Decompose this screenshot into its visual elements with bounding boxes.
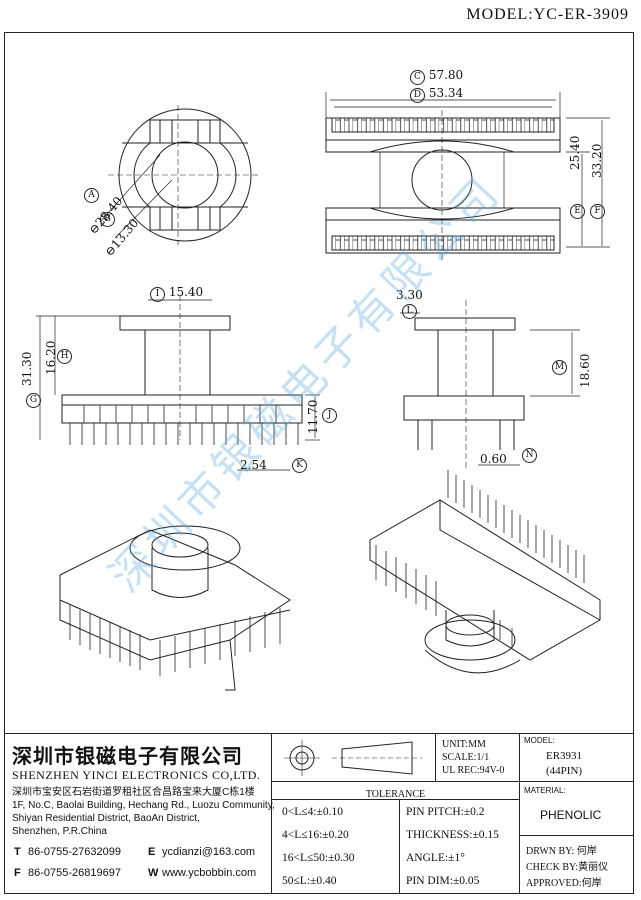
dim-h: 16.20 [44,340,58,375]
dim-h-letter: H [57,349,72,364]
angle: ANGLE:±1° [406,852,465,864]
side-view-right [400,300,580,470]
projection-cell [272,734,436,782]
address-en-3: Shenzhen, P.R.China [12,826,107,837]
model-label: MODEL: [524,736,555,745]
company-cn-name: 深圳市银磁电子有限公司 [12,744,243,768]
dim-e-letter: E [570,204,585,219]
dim-m: 18.60 [578,353,592,388]
dim-d: D 53.34 [410,86,463,103]
front-view-right [325,92,610,262]
dim-j-letter: J [322,408,337,423]
dim-g-letter: G [26,393,41,408]
tol-3: 16<L≤50:±0.30 [282,852,355,864]
dim-i: I 15.40 [150,285,203,302]
isometric-view-left [59,525,291,691]
drawing-frame [4,32,634,894]
material-cell: MATERIAL: PHENOLIC [520,782,633,836]
thickness: THICKNESS:±0.15 [406,829,499,841]
title-block: 深圳市银磁电子有限公司 SHENZHEN YINCI ELECTRONICS C… [4,733,634,894]
dim-e: 25.40 [568,135,582,170]
dim-n-letter: N [522,448,537,463]
pin-dim: PIN DIM:±0.05 [406,875,480,887]
third-angle-projection-icon [284,740,422,776]
dim-l: 3.30 [396,288,423,302]
model-title: MODEL:YC-ER-3909 [466,6,629,23]
material-label: MATERIAL: [524,786,566,795]
tolerance-header: TOLERANCE [272,782,520,800]
dim-c: C 57.80 [410,68,463,85]
dim-l-letter: L [402,304,417,319]
company-en-name: SHENZHEN YINCI ELECTRONICS CO,LTD. [12,768,261,782]
address-cn: 深圳市宝安区石岩街道罗租社区合昌路宝来大厦C栋1楼 [12,787,255,798]
company-cell: 深圳市银磁电子有限公司 SHENZHEN YINCI ELECTRONICS C… [4,734,275,894]
tolerance-spec-cell: PIN PITCH:±0.2 THICKNESS:±0.15 ANGLE:±1°… [400,800,520,894]
unit: UNIT:MM [442,739,486,750]
dim-f-letter: F [590,204,605,219]
dim-k: 2.54 [240,458,267,472]
side-view-left [36,295,320,471]
technical-drawing [36,92,610,691]
dim-f: 33.20 [590,143,604,178]
dim-g: 31.30 [20,351,34,386]
tol-1: 0<L≤4:±0.10 [282,806,343,818]
address-en-2: Shiyan Residential District, BaoAn Distr… [12,813,200,824]
dim-m-letter: M [552,360,567,375]
dim-a-letter: A [84,188,99,203]
tol-2: 4<L≤16:±0.20 [282,829,349,841]
signature-cell: DRWN BY: 何岸 CHECK BY:黄丽仪 APPROVED:何岸 [520,836,633,894]
material-value: PHENOLIC [540,808,602,822]
drawn-by: DRWN BY: 何岸 [526,846,597,857]
scale: SCALE:1/1 [442,752,490,763]
isometric-view-right [369,470,601,674]
model-value: ER3931 [546,750,583,762]
top-view [99,105,260,245]
model-cell: MODEL: ER3931 (44PIN) [520,734,633,782]
tol-4: 50≤L:±0.40 [282,875,337,887]
address-en-1: 1F, No.C, Baolai Building, Hechang Rd., … [12,800,275,811]
checked-by: CHECK BY:黄丽仪 [526,862,609,873]
unit-scale-cell: UNIT:MM SCALE:1/1 UL REC:94V-0 [436,734,520,782]
tolerance-range-cell: 0<L≤4:±0.10 4<L≤16:±0.20 16<L≤50:±0.30 5… [272,800,400,894]
dim-n: 0.60 [480,452,507,466]
approved-by: APPROVED:何岸 [526,878,602,889]
dim-b-letter: B [100,212,115,227]
ul-rec: UL REC:94V-0 [442,765,505,776]
pin-pitch: PIN PITCH:±0.2 [406,806,485,818]
pin-count: (44PIN) [546,765,583,777]
dim-k-letter: K [292,458,307,473]
